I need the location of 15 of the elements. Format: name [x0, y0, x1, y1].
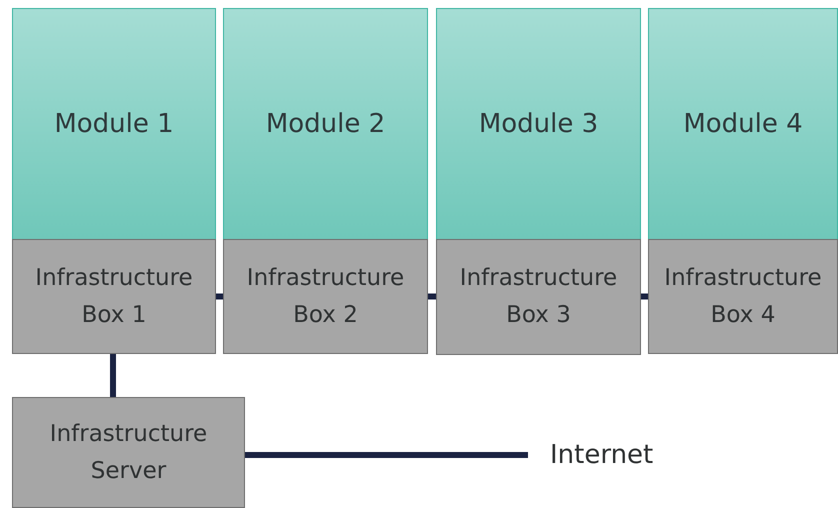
module-box: Module 2 [223, 8, 428, 240]
infrastructure-box: Infrastructure Box 4 [648, 239, 838, 354]
infrastructure-box: Infrastructure Box 1 [12, 239, 216, 354]
infrastructure-box: Infrastructure Box 2 [223, 239, 428, 354]
connector-line [110, 354, 116, 397]
infrastructure-box: Infrastructure Box 3 [436, 239, 641, 355]
connector-line [245, 452, 528, 458]
connector-line [428, 294, 436, 300]
module-box: Module 1 [12, 8, 216, 240]
connector-line [641, 294, 648, 300]
text-label: Internet [550, 435, 660, 475]
connector-line [216, 294, 223, 300]
infrastructure-box: Infrastructure Server [12, 397, 245, 508]
module-box: Module 3 [436, 8, 641, 240]
module-box: Module 4 [648, 8, 838, 240]
